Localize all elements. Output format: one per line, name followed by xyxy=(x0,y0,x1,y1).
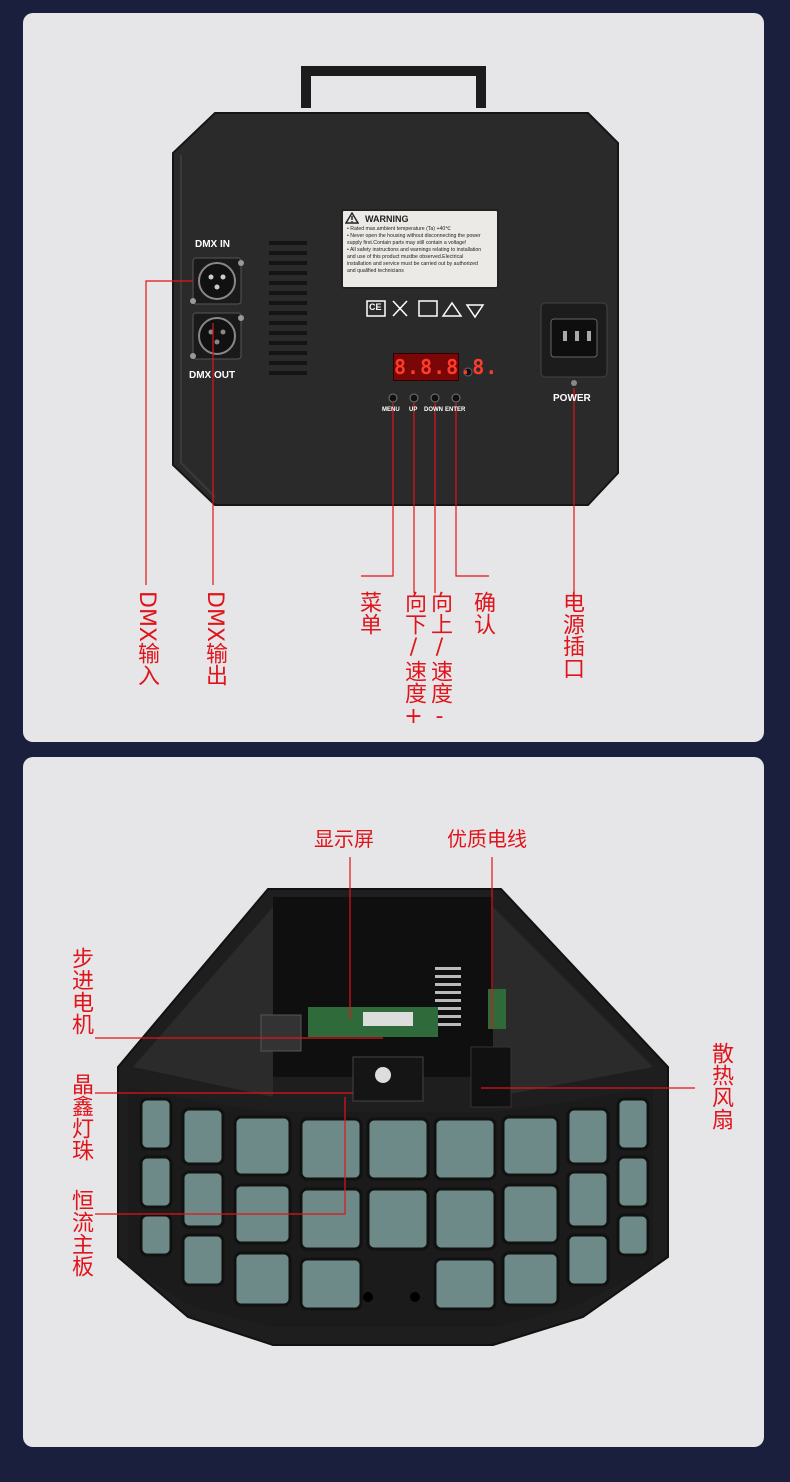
cooling-fan xyxy=(470,1046,512,1108)
label-down-speed-plus: 向下/速度+ xyxy=(401,591,426,729)
enter-button xyxy=(451,393,461,403)
device-body xyxy=(172,112,619,506)
dmx-in-connector-icon xyxy=(190,257,244,305)
label-menu: 菜单 xyxy=(356,591,381,635)
label-quality-wire: 优质电线 xyxy=(447,827,527,851)
warning-triangle-icon xyxy=(345,212,359,224)
interior-illustration xyxy=(95,857,695,1346)
stepper-motor xyxy=(260,1014,302,1052)
rear-panel-card: DMX IN DMX OUT POWER CE WARNING • Rated … xyxy=(23,13,764,742)
ce-mark: CE xyxy=(369,302,382,312)
down-button-label: DOWN xyxy=(424,407,443,413)
control-buttons xyxy=(388,393,461,403)
label-confirm: 确认 xyxy=(470,591,495,635)
menu-button-label: MENU xyxy=(382,407,400,413)
label-cooling-fan: 散热风扇 xyxy=(708,1042,733,1130)
menu-button xyxy=(388,393,398,403)
inner-vent xyxy=(435,967,461,1026)
label-dmx-input: DMX输入 xyxy=(134,591,159,686)
enter-button-label: ENTER xyxy=(445,407,466,413)
warning-line: installation and service must be carried… xyxy=(347,261,478,267)
down-button xyxy=(430,393,440,403)
power-label: POWER xyxy=(553,393,591,404)
interior-card: 显示屏 优质电线 步进电机 晶鑫灯珠 恒流主板 散热风扇 xyxy=(23,757,764,1447)
dmx-out-label: DMX OUT xyxy=(189,370,236,381)
certification-marks-icon xyxy=(366,300,485,319)
warning-line: and use of this product mustbe observed.… xyxy=(347,254,464,260)
label-power-socket: 电源插口 xyxy=(559,591,584,679)
led-display: 8.8.8.8. xyxy=(393,353,499,381)
warning-label: WARNING • Rated max.ambient temperature … xyxy=(341,209,499,289)
label-stepper-motor: 步进电机 xyxy=(68,947,93,1035)
label-constant-current-board: 恒流主板 xyxy=(68,1189,93,1277)
label-display-screen: 显示屏 xyxy=(314,827,374,851)
sensor-icon xyxy=(463,367,473,377)
leader-lines-bottom xyxy=(95,857,695,1215)
warning-line: supply first.Contain parts may still con… xyxy=(347,240,467,246)
rear-panel-illustration xyxy=(145,66,619,593)
dmx-in-label: DMX IN xyxy=(195,239,230,250)
label-up-speed-minus: 向上/速度- xyxy=(427,591,452,729)
warning-title: WARNING xyxy=(365,214,409,224)
label-dmx-output: DMX输出 xyxy=(202,591,227,686)
power-socket-icon xyxy=(540,302,608,386)
carry-handle xyxy=(301,66,486,108)
warning-line: • Never open the housing without disconn… xyxy=(347,233,481,239)
leader-lines xyxy=(145,280,575,593)
up-button xyxy=(409,393,419,403)
up-button-label: UP xyxy=(409,407,418,413)
vent-slots xyxy=(269,241,307,375)
lens-grid xyxy=(128,1087,653,1327)
warning-line: • All safety instructions and warnings r… xyxy=(347,247,482,253)
warning-line: • Rated max.ambient temperature (Ta) +40… xyxy=(347,226,452,232)
label-crystal-led: 晶鑫灯珠 xyxy=(68,1073,93,1161)
warning-line: and qualified technicians xyxy=(347,268,404,274)
dmx-out-connector-icon xyxy=(190,312,244,360)
